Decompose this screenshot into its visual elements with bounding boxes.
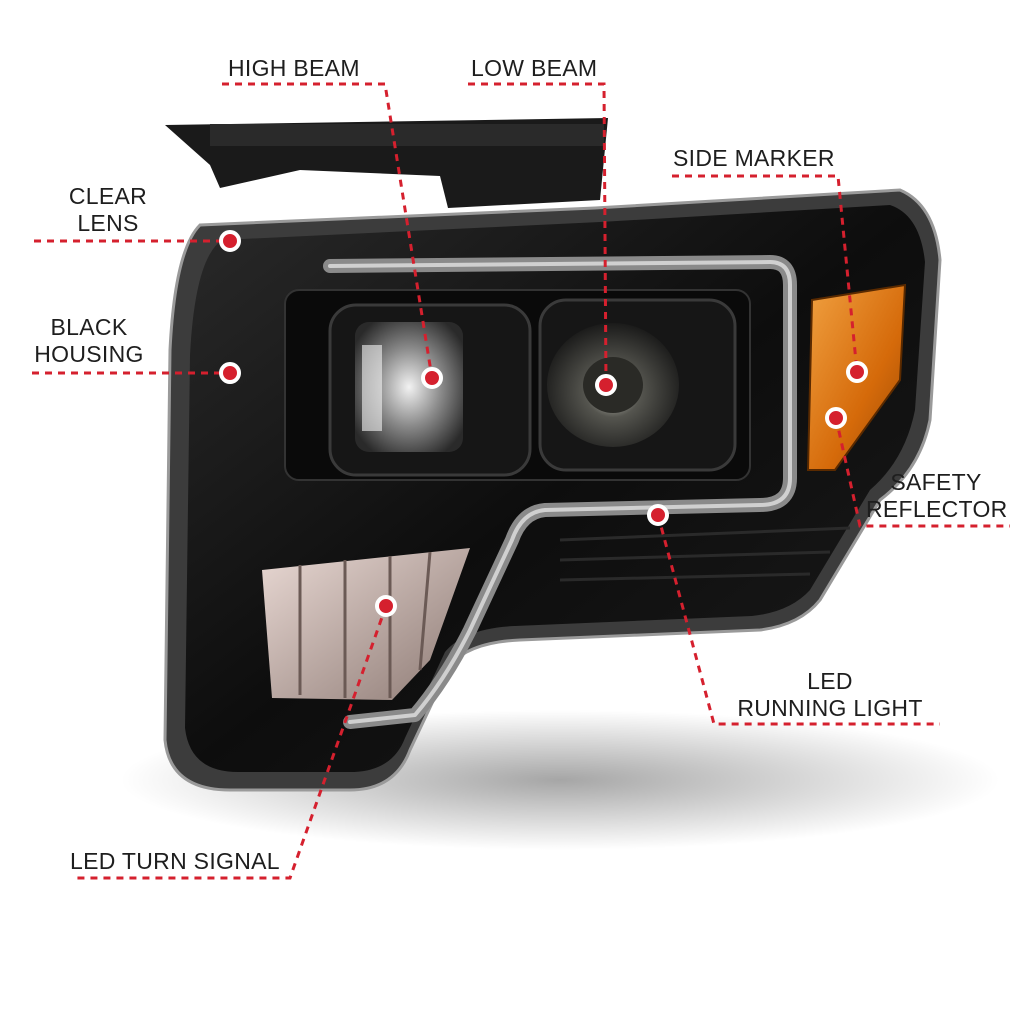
dot-high-beam — [421, 367, 443, 389]
label-side-marker: SIDE MARKER — [673, 145, 835, 171]
label-low-beam: LOW BEAM — [471, 55, 598, 81]
led-running-light-bar-inner — [328, 260, 792, 724]
leader-low-beam — [468, 82, 608, 386]
label-safety-reflector: SAFETY REFLECTOR — [866, 469, 1008, 523]
label-clear-lens-line1: CLEAR — [68, 183, 148, 209]
label-led-running-light-line2: RUNNING LIGHT — [737, 695, 923, 721]
led-turn-signal-lens — [262, 548, 470, 700]
dot-low-beam — [595, 374, 617, 396]
label-black-housing-line2: HOUSING — [34, 341, 144, 367]
dot-side-marker — [846, 361, 868, 383]
dot-clear-lens — [219, 230, 241, 252]
label-clear-lens: CLEAR LENS — [58, 183, 158, 237]
callout-leaders — [32, 82, 1010, 880]
lower-trim — [559, 526, 851, 582]
dot-safety-reflector — [825, 407, 847, 429]
leader-high-beam — [222, 82, 434, 379]
label-high-beam: HIGH BEAM — [228, 55, 360, 81]
label-led-turn-signal: LED TURN SIGNAL — [70, 848, 280, 874]
high-beam-glint — [362, 345, 382, 431]
label-black-housing: BLACK HOUSING — [30, 314, 148, 368]
callout-dots — [219, 230, 868, 617]
label-clear-lens-line2: LENS — [77, 210, 139, 236]
label-safety-reflector-line2: REFLECTOR — [866, 496, 1008, 522]
leader-led-turn-signal — [72, 605, 388, 880]
leader-side-marker — [672, 174, 859, 373]
leader-safety-reflector — [834, 417, 1010, 528]
turn-signal-fins — [298, 551, 432, 698]
dot-led-turn-signal — [375, 595, 397, 617]
label-led-running-light-line1: LED — [807, 668, 853, 694]
label-black-housing-line1: BLACK — [50, 314, 128, 340]
dot-led-running-light — [647, 504, 669, 526]
dot-black-housing — [219, 362, 241, 384]
label-safety-reflector-line1: SAFETY — [890, 469, 982, 495]
leader-led-running-light — [656, 514, 940, 726]
label-led-running-light: LED RUNNING LIGHT — [732, 668, 928, 722]
bracket-top — [210, 124, 604, 146]
